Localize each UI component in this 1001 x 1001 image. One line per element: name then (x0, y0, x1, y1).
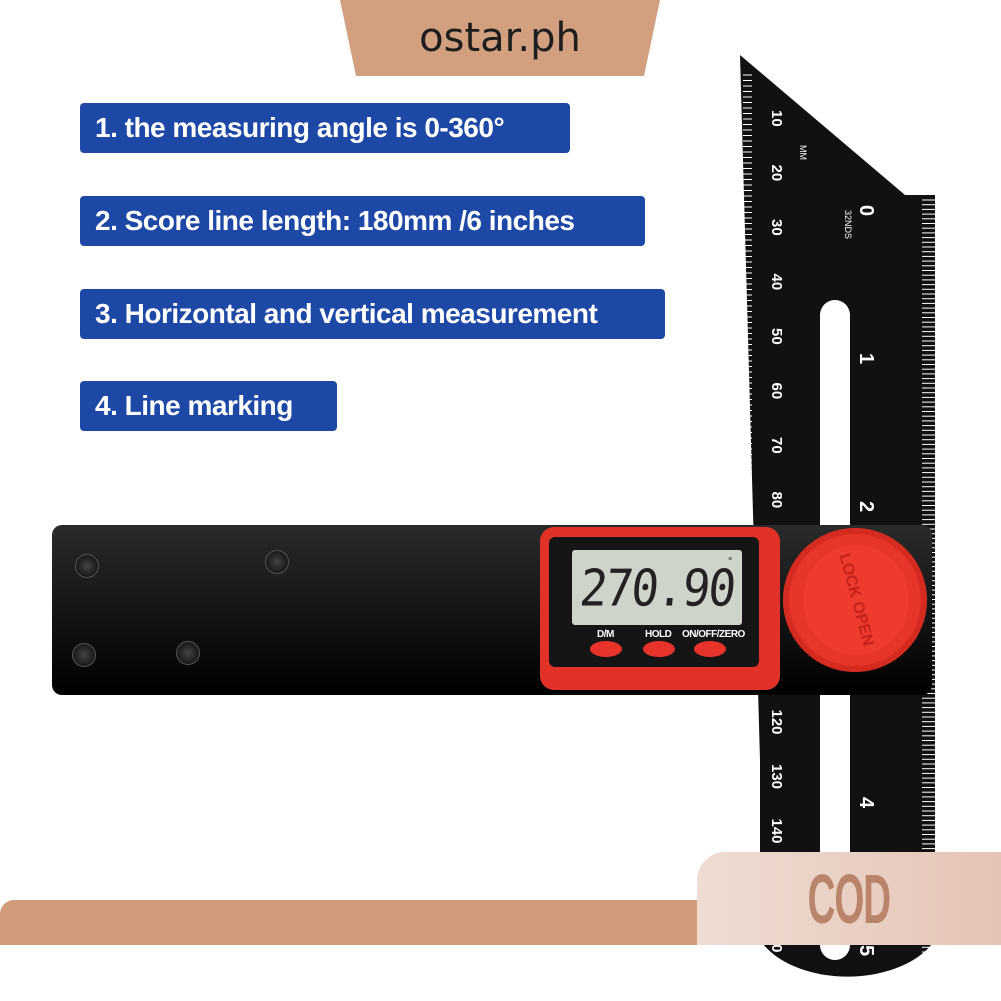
mm-label: 70 (768, 437, 785, 454)
zero-label: ON/OFF/ZERO (682, 629, 745, 640)
angle-reading: 270.90 (577, 557, 737, 618)
dm-button[interactable] (590, 641, 622, 657)
feature-label-4: 4. Line marking (80, 381, 337, 431)
inch-label: 4 (855, 797, 877, 809)
mm-label: 50 (768, 328, 785, 345)
cod-text: COD (807, 859, 891, 938)
degree-symbol: ° (728, 556, 733, 568)
inch-label: 0 (855, 205, 877, 216)
lock-knob-cap[interactable]: LOCK OPEN (803, 545, 909, 655)
mm-label: 30 (768, 219, 785, 236)
lcd-screen: 270.90 (572, 550, 742, 625)
hold-button[interactable] (643, 641, 675, 657)
mm-label: 140 (768, 819, 785, 844)
screw-icon (72, 643, 96, 667)
cod-badge: COD (697, 852, 1001, 945)
mm-label: 130 (768, 764, 785, 789)
hold-label: HOLD (645, 629, 672, 640)
mm-label: 120 (768, 710, 785, 735)
feature-label-3: 3. Horizontal and vertical measurement (80, 289, 665, 339)
mm-label: 20 (768, 165, 785, 182)
screw-icon (75, 554, 99, 578)
mm-label: 80 (768, 492, 785, 509)
feature-label-2: 2. Score line length: 180mm /6 inches (80, 196, 645, 246)
inch-unit: 32NDS (843, 210, 853, 239)
mm-label: 60 (768, 383, 785, 400)
mm-unit: MM (798, 145, 808, 160)
store-name: ostar.ph (419, 15, 581, 61)
screw-icon (265, 550, 289, 574)
on-off-zero-button[interactable] (694, 641, 726, 657)
store-banner: ostar.ph (340, 0, 660, 76)
inch-label: 5 (855, 945, 877, 956)
screw-icon (176, 641, 200, 665)
dm-label: D/M (597, 629, 614, 640)
inch-label: 1 (855, 353, 877, 364)
inch-label: 2 (855, 501, 877, 512)
bottom-strip (0, 900, 705, 945)
feature-label-1: 1. the measuring angle is 0-360° (80, 103, 570, 153)
mm-label: 10 (768, 110, 785, 127)
lock-knob-text: LOCK OPEN (835, 551, 878, 649)
mm-label: 40 (768, 274, 785, 291)
